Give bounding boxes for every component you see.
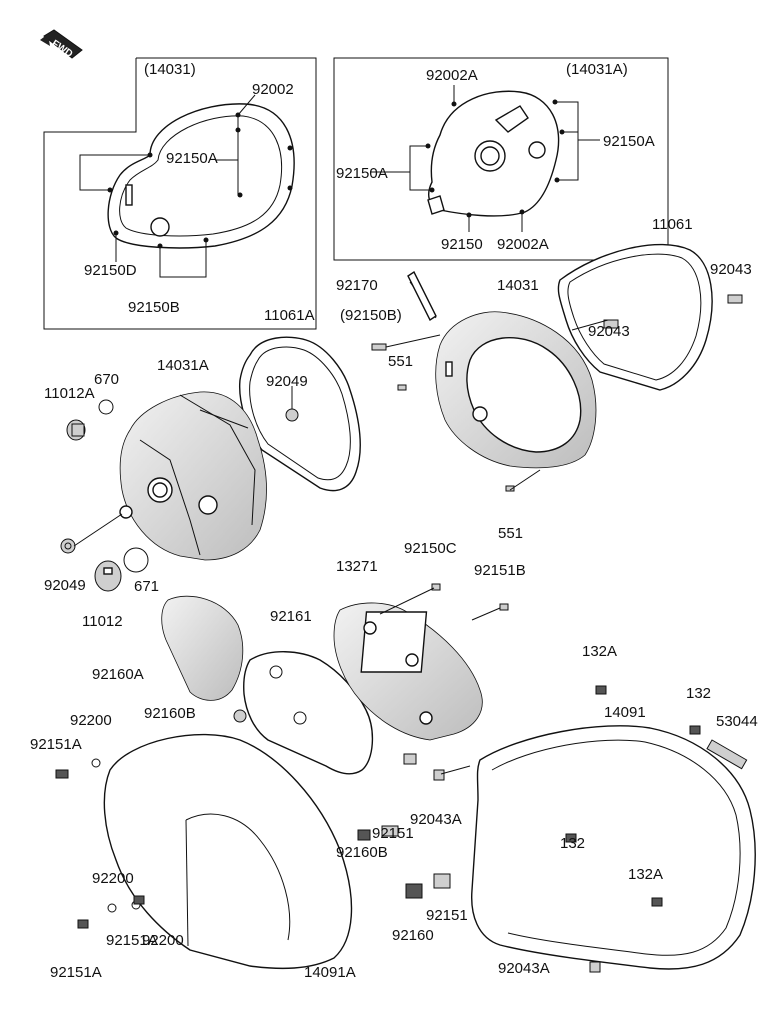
label-92049-a: 92049 [266,373,308,390]
label-92150C: 92150C [404,540,457,557]
cover-14031A [119,391,267,561]
label-670: 670 [94,371,119,388]
label-92043A-a: 92043A [410,811,462,828]
label-11012A: 11012A [44,385,95,402]
label-92151A-b: 92151A [106,932,158,949]
plate-92160A [161,595,244,701]
label-92200-c: 92200 [142,932,184,949]
label-11061: 11061 [652,216,693,233]
label-92160B-b: 92160B [336,844,388,861]
label-92160A: 92160A [92,666,144,683]
label-92161: 92161 [270,608,312,625]
label-132-a: 132 [686,685,711,702]
label-551-b: 551 [498,525,523,542]
inset-right-label-92150A-right: 92150A [603,133,655,150]
label-11012: 11012 [82,613,123,630]
inset-left-label-92002: 92002 [252,81,294,98]
label-92200-a: 92200 [70,712,112,729]
forward-direction-badge: FWD [40,29,83,60]
inset-left-label-92150B: 92150B [128,299,180,316]
label-14091A: 14091A [304,964,356,981]
label-132A-b: 132A [628,866,663,883]
inset-left-box: (14031) 92002 92150A 92150D 92150B [43,57,317,330]
inset-left-label-92150A: 92150A [166,150,218,167]
inset-left-label-92150D: 92150D [84,262,137,279]
plug-11012A [66,419,86,441]
cover-14091A [103,733,353,970]
label-92151-b: 92151 [426,907,468,924]
label-92150B-paren: (92150B) [340,307,402,324]
label-92200-b: 92200 [92,870,134,887]
label-92043A-b: 92043A [498,960,550,977]
label-92160: 92160 [392,927,434,944]
inset-left-title: (14031) [144,61,196,78]
inset-right-box: (14031A) 92002A 92150A 92150A 92150 9200… [333,57,669,261]
cover-14091 [471,725,756,970]
label-13271: 13271 [336,558,378,575]
gasket-14031-outline [107,103,295,249]
inset-right-label-92002A-top: 92002A [426,67,478,84]
gasket-11061A [239,336,361,492]
plate-13271 [333,602,483,741]
inset-right-label-92002A-bottom: 92002A [497,236,549,253]
label-551-a: 551 [388,353,413,370]
label-92170: 92170 [336,277,378,294]
label-92049-b: 92049 [44,577,86,594]
label-14031: 14031 [497,277,539,294]
label-92151B: 92151B [474,562,526,579]
label-92043-b: 92043 [588,323,630,340]
inset-right-label-92150A-left: 92150A [336,165,388,182]
label-92160B-a: 92160B [144,705,196,722]
label-14031A: 14031A [157,357,209,374]
label-92043-a: 92043 [710,261,752,278]
label-53044: 53044 [716,713,758,730]
label-92151-a: 92151 [372,825,414,842]
label-671: 671 [134,578,159,595]
plate-92161 [243,651,374,775]
label-14091: 14091 [604,704,646,721]
inset-right-label-92150: 92150 [441,236,483,253]
label-132-b: 132 [560,835,585,852]
inset-right-title: (14031A) [566,61,628,78]
label-132A-a: 132A [582,643,617,660]
gasket-11061 [557,243,713,391]
label-92151A-c: 92151A [50,964,102,981]
label-11061A: 11061A [264,307,315,324]
cover-14031 [435,311,597,469]
plug-11012 [94,560,122,592]
label-92151A-a: 92151A [30,736,82,753]
